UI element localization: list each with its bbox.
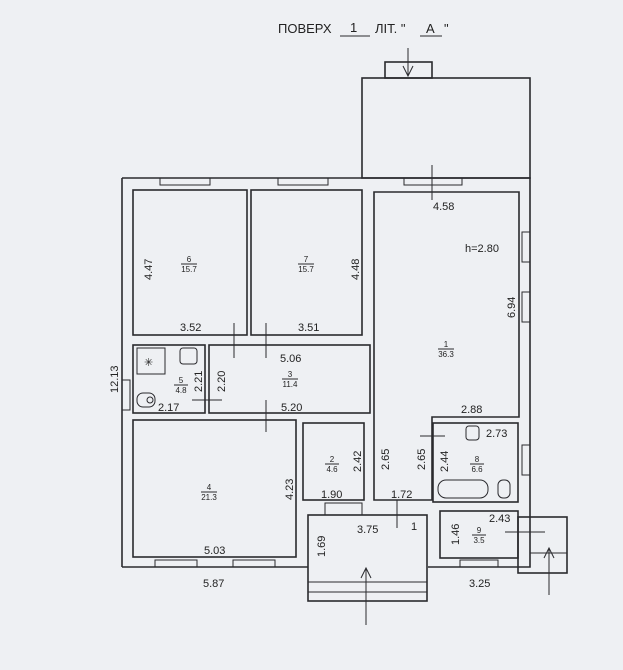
- svg-text:8: 8: [475, 455, 480, 464]
- svg-text:5.03: 5.03: [204, 545, 225, 557]
- svg-text:2.42: 2.42: [352, 451, 364, 472]
- svg-text:15.7: 15.7: [298, 265, 314, 274]
- svg-text:5.20: 5.20: [281, 402, 302, 414]
- svg-text:5.87: 5.87: [203, 578, 224, 590]
- lit-label: ЛІТ. ": [375, 21, 406, 36]
- dimensions: 4.58 6.94 4.47 4.48 3.52 3.51 5.06 12.13…: [109, 201, 518, 590]
- svg-text:2.73: 2.73: [486, 428, 507, 440]
- svg-text:7: 7: [304, 255, 309, 264]
- room-4: [132, 419, 297, 558]
- room-label-9: 93.5: [472, 526, 486, 545]
- room-label-1: 136.3: [438, 340, 454, 359]
- svg-text:5.06: 5.06: [280, 353, 301, 365]
- vestibule-number: 1: [411, 521, 417, 533]
- svg-text:3.25: 3.25: [469, 578, 490, 590]
- svg-text:2.17: 2.17: [158, 402, 179, 414]
- room-7: [250, 189, 363, 336]
- vestibule: [307, 514, 428, 602]
- room-6: [132, 189, 248, 336]
- svg-text:4.23: 4.23: [284, 479, 296, 500]
- svg-text:6: 6: [187, 255, 192, 264]
- svg-text:1.90: 1.90: [321, 489, 342, 501]
- svg-text:12.13: 12.13: [109, 365, 121, 393]
- svg-text:2.65: 2.65: [416, 449, 428, 470]
- svg-text:3: 3: [288, 370, 293, 379]
- room-label-2: 24.6: [325, 455, 339, 474]
- svg-text:2.21: 2.21: [193, 371, 205, 392]
- svg-text:1.46: 1.46: [450, 524, 462, 545]
- svg-text:2.44: 2.44: [439, 451, 451, 472]
- room-labels: 615.7 715.7 136.3 54.8 311.4 421.3 24.6 …: [174, 243, 499, 545]
- svg-text:2.65: 2.65: [380, 449, 392, 470]
- svg-text:15.7: 15.7: [181, 265, 197, 274]
- room-1: [373, 191, 520, 501]
- svg-text:9: 9: [477, 526, 482, 535]
- svg-text:2.88: 2.88: [461, 404, 482, 416]
- svg-text:2.20: 2.20: [216, 371, 228, 392]
- room-8: [432, 422, 519, 503]
- svg-text:3.75: 3.75: [357, 524, 378, 536]
- svg-text:3.5: 3.5: [473, 536, 485, 545]
- room-5: [132, 344, 206, 414]
- svg-text:4.8: 4.8: [175, 386, 187, 395]
- svg-text:2.43: 2.43: [489, 513, 510, 525]
- walls: ✳: [121, 48, 568, 625]
- room-label-4: 421.3: [201, 483, 217, 502]
- svg-text:36.3: 36.3: [438, 350, 454, 359]
- room-label-7: 715.7: [298, 255, 314, 274]
- room-label-3: 311.4: [282, 370, 298, 389]
- svg-text:4: 4: [207, 483, 212, 492]
- floor-value: 1: [350, 20, 357, 35]
- svg-text:21.3: 21.3: [201, 493, 217, 502]
- svg-text:1.69: 1.69: [316, 536, 328, 557]
- svg-text:3.51: 3.51: [298, 322, 319, 334]
- svg-text:4.48: 4.48: [350, 259, 362, 280]
- room-3: [208, 344, 371, 414]
- svg-text:6.94: 6.94: [506, 297, 518, 318]
- room-label-5: 54.8: [174, 376, 188, 395]
- svg-text:✳: ✳: [144, 357, 153, 369]
- floor-label: ПОВЕРХ: [278, 21, 332, 36]
- room-label-6: 615.7: [181, 255, 197, 274]
- lit-value: А: [426, 21, 435, 36]
- ceiling-height: h=2.80: [465, 243, 499, 255]
- svg-text:3.52: 3.52: [180, 322, 201, 334]
- svg-text:4.47: 4.47: [143, 259, 155, 280]
- svg-text:11.4: 11.4: [283, 380, 299, 389]
- lit-close: ": [444, 21, 449, 36]
- room-2: [302, 422, 365, 501]
- svg-text:4.6: 4.6: [326, 465, 338, 474]
- svg-text:1.72: 1.72: [391, 489, 412, 501]
- svg-text:4.58: 4.58: [433, 201, 454, 213]
- svg-text:5: 5: [179, 376, 184, 385]
- svg-text:6.6: 6.6: [471, 465, 483, 474]
- svg-text:2: 2: [330, 455, 335, 464]
- svg-text:1: 1: [444, 340, 449, 349]
- room-label-8: 86.6: [470, 455, 484, 474]
